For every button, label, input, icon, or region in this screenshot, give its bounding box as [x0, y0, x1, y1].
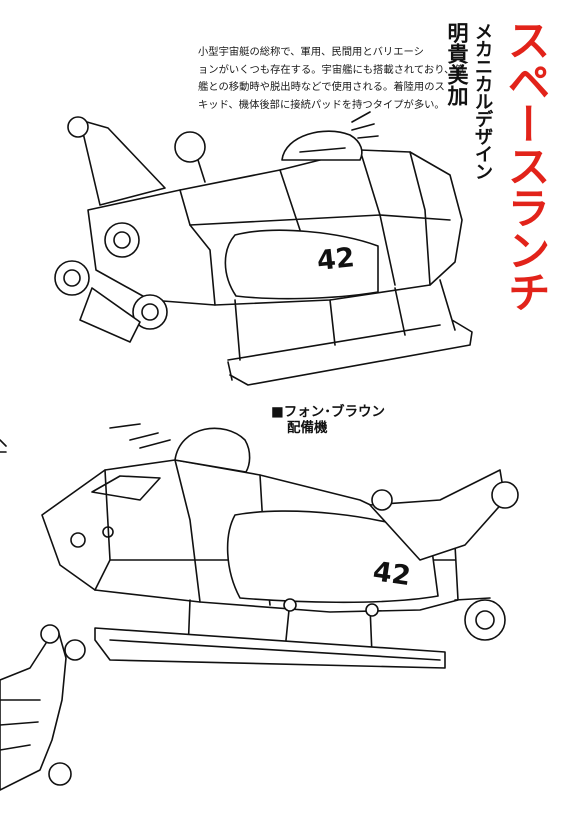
caption-line-2: 配備機 — [287, 420, 328, 436]
designer-name: 明貴美加 — [445, 22, 469, 106]
description-line: ョンがいくつも存在する。宇宙艦にも搭載されており、僚 — [198, 63, 465, 76]
variant-caption: ■フォン･ブラウン 配備機 — [271, 404, 385, 436]
shuttle-illustration-bottom — [42, 424, 518, 668]
page-title: スペースランチ — [500, 18, 550, 312]
description-line: 小型宇宙艇の総称で、軍用、民間用とバリエーシ — [198, 46, 424, 58]
caption-line-1: ■フォン･ブラウン — [271, 404, 386, 420]
hull-number-top: 42 — [315, 242, 356, 277]
hull-number-bottom: 42 — [371, 556, 413, 592]
description-line: 艦との移動時や脱出時などで使用される。着陸用のス — [198, 81, 445, 93]
designer-role: メカニカルデザイン — [472, 22, 493, 180]
description-text: 小型宇宙艇の総称で、軍用、民間用とバリエーシ ョンがいくつも存在する。宇宙艦にも… — [198, 44, 465, 114]
shuttle-illustration-top — [55, 112, 472, 385]
shuttle-illustration-partial — [0, 625, 85, 790]
description-line: キッド、機体後部に接続パッドを持つタイプが多い。 — [198, 98, 445, 111]
edge-fragment — [0, 440, 6, 452]
